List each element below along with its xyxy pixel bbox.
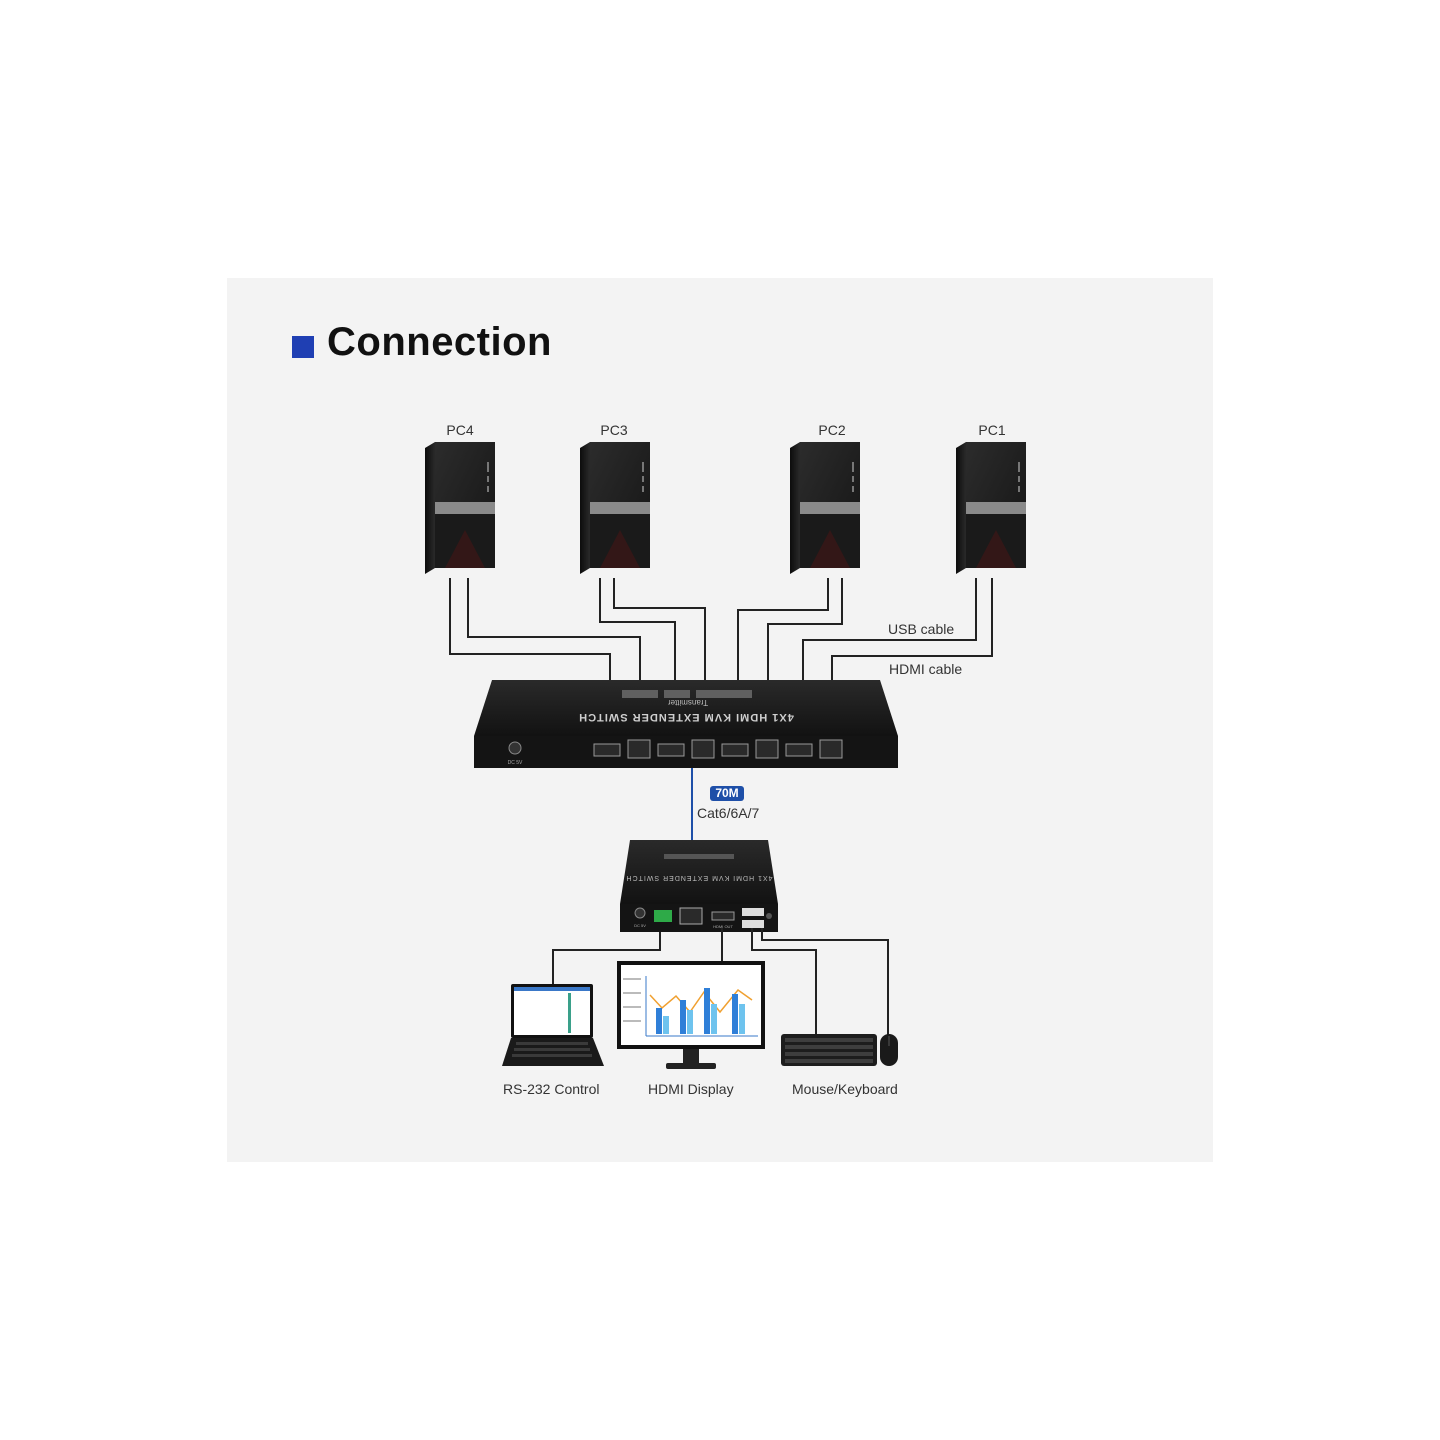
transmitter-model-text: 4X1 HDMI KVM EXTENDER SWITCH [578,711,794,723]
pc2-label: PC2 [818,422,846,438]
transmitter-box [474,680,898,768]
mouse-keyboard-label: Mouse/Keyboard [792,1081,898,1097]
pc3-tower-icon [580,442,650,574]
pc1-label: PC1 [978,422,1006,438]
rs232-label: RS-232 Control [503,1081,600,1097]
receiver-hdmi-label: HDMI OUT [713,924,733,929]
laptop-icon [502,984,604,1066]
cable-type-label: Cat6/6A/7 [697,805,760,821]
receiver-power-label: DC 5V [634,923,646,928]
pc2-tower-icon [790,442,860,574]
receiver-model-text: 4X1 HDMI KVM EXTENDER SWITCH [625,874,772,881]
monitor-icon [617,961,765,1069]
pc1-tower-icon [956,442,1026,574]
hdmi-cable-label: HDMI cable [889,661,963,677]
keyboard-icon [781,1034,877,1066]
hdmi-display-label: HDMI Display [648,1081,734,1097]
transmitter-role-text: Transmitter [668,698,708,707]
receiver-box [620,840,778,932]
pc4-label: PC4 [446,422,474,438]
transmitter-power-label: DC 5V [508,760,523,766]
title-square-icon [292,336,314,358]
pc3-label: PC3 [600,422,628,438]
output-cables [552,928,889,1036]
page-title: Connection [327,320,552,364]
mouse-icon [880,1034,898,1066]
pc4-tower-icon [425,442,495,574]
usb-cable-label: USB cable [888,621,955,637]
distance-badge: 70M [710,786,744,801]
